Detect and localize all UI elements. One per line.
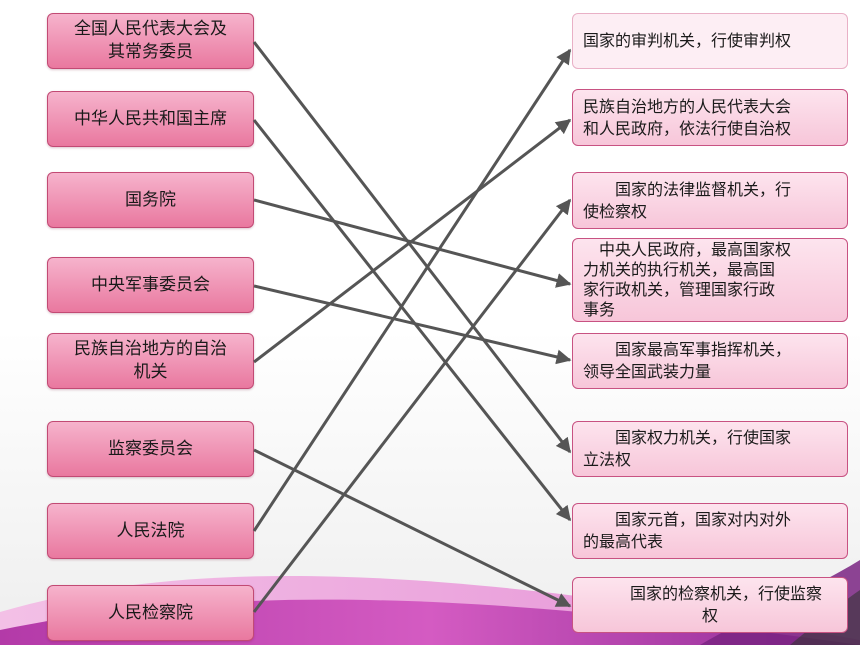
right-box-label: 国家的法律监督机关，行 使检察权: [583, 179, 792, 221]
left-box-procuratorate[interactable]: 人民检察院: [47, 585, 254, 641]
right-box-judicial[interactable]: 国家的审判机关，行使审判权: [572, 13, 848, 69]
left-box-label: 监察委员会: [108, 438, 193, 459]
left-box-state-council[interactable]: 国务院: [47, 172, 254, 228]
right-box-legislative[interactable]: 国家权力机关，行使国家 立法权: [572, 421, 848, 477]
right-box-supervisory[interactable]: 国家的检察机关，行使监察 权: [572, 577, 848, 633]
right-box-label: 国家元首，国家对内对外 的最高代表: [583, 510, 792, 551]
right-box-label: 国家最高军事指挥机关， 领导全国武装力量: [583, 340, 792, 381]
left-box-label: 国务院: [125, 189, 176, 210]
right-box-label: 中央人民政府，最高国家权 力机关的执行机关，最高国 家行政机关，管理国家行政 事…: [583, 240, 792, 319]
left-box-label: 人民法院: [116, 520, 185, 541]
right-box-head-of-state[interactable]: 国家元首，国家对内对外 的最高代表: [572, 503, 848, 559]
right-box-label: 国家的检察机关，行使监察 权: [629, 584, 822, 625]
left-box-npc[interactable]: 全国人民代表大会及 其常务委员: [47, 13, 254, 69]
left-box-label: 中华人民共和国主席: [74, 108, 227, 129]
left-box-label: 人民检察院: [108, 602, 193, 623]
right-box-central-gov[interactable]: 中央人民政府，最高国家权 力机关的执行机关，最高国 家行政机关，管理国家行政 事…: [572, 238, 848, 322]
left-box-president[interactable]: 中华人民共和国主席: [47, 91, 254, 147]
left-box-label: 民族自治地方的自治 机关: [74, 339, 227, 382]
right-box-label: 民族自治地方的人民代表大会 和人民政府，依法行使自治权: [583, 96, 792, 138]
right-box-legal-supervision[interactable]: 国家的法律监督机关，行 使检察权: [572, 172, 848, 229]
left-box-autonomous[interactable]: 民族自治地方的自治 机关: [47, 333, 254, 389]
left-box-supervision[interactable]: 监察委员会: [47, 421, 254, 477]
right-box-label: 国家的审判机关，行使审判权: [583, 31, 792, 50]
left-box-court[interactable]: 人民法院: [47, 503, 254, 559]
right-box-autonomy-right[interactable]: 民族自治地方的人民代表大会 和人民政府，依法行使自治权: [572, 89, 848, 146]
left-box-label: 中央军事委员会: [91, 274, 210, 295]
left-box-label: 全国人民代表大会及 其常务委员: [74, 19, 227, 62]
left-box-cmc[interactable]: 中央军事委员会: [47, 257, 254, 313]
right-box-military[interactable]: 国家最高军事指挥机关， 领导全国武装力量: [572, 333, 848, 389]
right-box-label: 国家权力机关，行使国家 立法权: [583, 428, 792, 469]
